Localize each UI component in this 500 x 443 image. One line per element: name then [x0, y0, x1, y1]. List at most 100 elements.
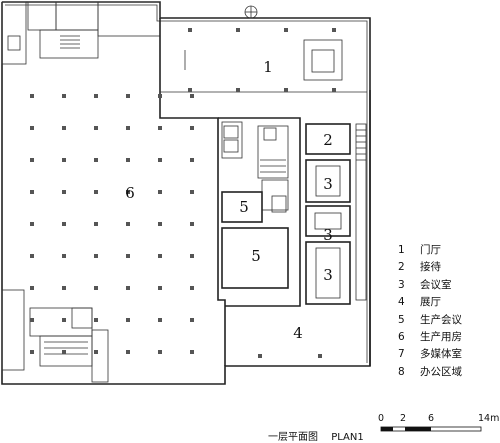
outer-walls: [1, 1, 371, 385]
scale-graphic: [380, 426, 482, 432]
room-label-1: 1: [263, 58, 273, 76]
legend-number: 5: [398, 313, 405, 326]
column-marker: [126, 94, 130, 98]
legend-number: 2: [398, 261, 405, 274]
column-marker: [190, 286, 194, 290]
column-marker: [30, 286, 34, 290]
column-marker: [126, 350, 130, 354]
legend-number: 3: [398, 278, 405, 291]
column-marker: [158, 126, 162, 130]
column-marker: [258, 354, 262, 358]
legend-label: 会议室: [420, 278, 452, 291]
column-marker: [94, 286, 98, 290]
column-marker: [158, 190, 162, 194]
column-marker: [190, 94, 194, 98]
legend-item: 2 接待: [398, 259, 462, 276]
legend-label: 展厅: [420, 296, 441, 309]
legend-label: 多媒体室: [420, 348, 462, 361]
column-marker: [94, 94, 98, 98]
column-marker: [62, 286, 66, 290]
column-marker: [158, 286, 162, 290]
column-marker: [158, 158, 162, 162]
production-meeting-rooms: [221, 191, 289, 289]
scale-tick-label: 0: [378, 413, 385, 424]
legend-item: 1 门厅: [398, 242, 462, 259]
column-marker: [190, 126, 194, 130]
legend-label: 生产会议: [420, 313, 462, 326]
column-marker: [94, 126, 98, 130]
column-marker: [158, 350, 162, 354]
column-marker: [94, 158, 98, 162]
legend-number: 1: [398, 244, 405, 256]
column-marker: [126, 254, 130, 258]
column-marker: [126, 158, 130, 162]
column-marker: [126, 190, 130, 194]
column-marker: [62, 350, 66, 354]
column-marker: [190, 222, 194, 226]
column-marker: [62, 126, 66, 130]
room-label-3b: 3: [323, 226, 333, 244]
bottom-left-core: [1, 289, 109, 383]
column-marker: [30, 94, 34, 98]
column-marker: [62, 190, 66, 194]
column-marker: [332, 88, 336, 92]
right-staircase: [355, 123, 367, 301]
lobby-furniture: [184, 5, 343, 81]
legend-item: 7 多媒体室: [398, 346, 462, 363]
plan-title-cn: 一层平面图: [268, 432, 318, 443]
central-core: [221, 121, 289, 213]
legend-item: 3 会议室: [398, 277, 462, 294]
column-marker: [94, 318, 98, 322]
column-marker: [332, 28, 336, 32]
room-label-5a: 5: [239, 198, 249, 216]
column-marker: [126, 126, 130, 130]
room-label-2: 2: [323, 131, 333, 149]
column-marker: [62, 254, 66, 258]
plan-caption: 一层平面图 PLAN1: [268, 428, 374, 443]
column-marker: [190, 190, 194, 194]
top-left-service-rooms: [1, 1, 161, 65]
legend-item: 5 生产会议: [398, 312, 462, 329]
column-marker: [62, 222, 66, 226]
column-marker: [30, 158, 34, 162]
legend-label: 接待: [420, 261, 441, 274]
column-marker: [190, 318, 194, 322]
column-marker: [30, 190, 34, 194]
legend-number: 8: [398, 365, 405, 378]
column-marker: [236, 88, 240, 92]
column-marker: [188, 28, 192, 32]
column-marker: [126, 318, 130, 322]
structural-columns: [30, 28, 336, 358]
column-marker: [190, 158, 194, 162]
column-marker: [94, 190, 98, 194]
plan-title-en: PLAN1: [331, 432, 364, 443]
column-marker: [62, 318, 66, 322]
column-marker: [94, 254, 98, 258]
column-marker: [30, 126, 34, 130]
scale-tick-label: 6: [428, 413, 435, 424]
scale-tick-label: 14m: [478, 413, 500, 424]
column-marker: [158, 94, 162, 98]
legend-number: 6: [398, 331, 405, 344]
column-marker: [30, 222, 34, 226]
column-marker: [62, 94, 66, 98]
room-label-6: 6: [125, 184, 135, 202]
column-marker: [62, 158, 66, 162]
legend-number: 7: [398, 348, 405, 361]
column-marker: [318, 354, 322, 358]
column-marker: [236, 28, 240, 32]
legend-label: 门厅: [420, 244, 441, 256]
column-marker: [94, 222, 98, 226]
column-marker: [158, 318, 162, 322]
column-marker: [284, 28, 288, 32]
column-marker: [126, 286, 130, 290]
room-label-3c: 3: [323, 266, 333, 284]
legend-number: 4: [398, 296, 405, 309]
column-marker: [158, 222, 162, 226]
legend-item: 4 展厅: [398, 294, 462, 311]
room-label-3a: 3: [323, 175, 333, 193]
room-label-5b: 5: [251, 247, 261, 265]
column-marker: [30, 318, 34, 322]
